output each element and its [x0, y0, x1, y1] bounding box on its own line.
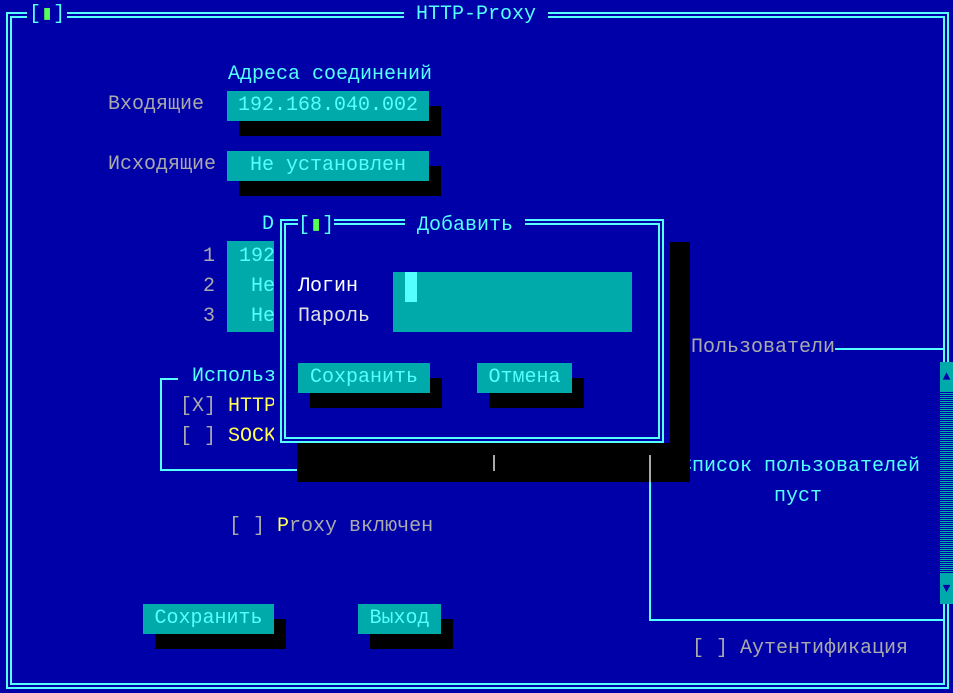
- scroll-up-button[interactable]: ▲: [940, 362, 953, 392]
- dns-row-value[interactable]: Не: [251, 275, 276, 298]
- dialog-cancel-button[interactable]: Отмена: [477, 363, 572, 393]
- dns-row-num: 2: [203, 275, 216, 298]
- checkbox-label: roxy включен: [289, 515, 434, 538]
- dialog-save-button[interactable]: Сохранить: [298, 363, 430, 393]
- option-label: SOCK: [228, 425, 277, 448]
- users-border: [649, 455, 651, 621]
- window-close-button[interactable]: [▮]: [27, 0, 68, 30]
- checkbox-label: Аутентификация: [740, 637, 909, 660]
- dns-row-value[interactable]: 192: [239, 245, 276, 268]
- users-empty-text: Список пользователей: [680, 455, 921, 478]
- checkbox[interactable]: [X]: [180, 395, 217, 418]
- scroll-down-button[interactable]: ▼: [940, 574, 953, 604]
- group-border: [493, 455, 495, 471]
- exit-button[interactable]: Выход: [358, 604, 441, 634]
- outgoing-address-field[interactable]: Не установлен: [227, 151, 429, 181]
- proxy-enabled-checkbox[interactable]: [ ] Proxy включен: [229, 512, 433, 542]
- use-group-title: Использ: [192, 365, 277, 388]
- incoming-label: Входящие: [108, 93, 205, 116]
- text-cursor: [405, 272, 417, 302]
- users-border: [835, 348, 945, 350]
- dns-row-num: 1: [203, 245, 216, 268]
- users-border: [649, 455, 651, 482]
- password-label: Пароль: [298, 305, 371, 328]
- login-label: Логин: [298, 275, 359, 298]
- users-title: Пользователи: [691, 336, 836, 359]
- outgoing-label: Исходящие: [108, 153, 217, 176]
- group-border: [160, 378, 178, 380]
- option-socks[interactable]: [ ] SOCK: [180, 422, 276, 452]
- dialog-title: Добавить: [405, 211, 526, 241]
- group-border: [160, 378, 162, 471]
- dns-heading: D: [262, 213, 275, 236]
- checkbox[interactable]: [ ]: [180, 425, 217, 448]
- users-border: [649, 619, 945, 621]
- authentication-checkbox[interactable]: [ ] Аутентификация: [692, 634, 908, 664]
- addresses-heading: Адреса соединений: [228, 63, 433, 86]
- dns-row-num: 3: [203, 305, 216, 328]
- users-scrollbar[interactable]: ▲ ▼: [940, 362, 953, 604]
- login-input[interactable]: [393, 272, 632, 302]
- window-title: HTTP-Proxy: [404, 0, 549, 30]
- hotkey: P: [277, 515, 290, 538]
- checkbox[interactable]: [ ]: [692, 637, 729, 660]
- option-label: HTTP: [228, 395, 277, 418]
- dialog-close-button[interactable]: [▮]: [298, 211, 335, 241]
- dns-row-value[interactable]: Не: [251, 305, 276, 328]
- save-button[interactable]: Сохранить: [143, 604, 274, 634]
- users-empty-text: пуст: [774, 485, 823, 508]
- password-input[interactable]: [393, 302, 632, 332]
- checkbox[interactable]: [ ]: [229, 515, 266, 538]
- option-http[interactable]: [X] HTTP: [180, 392, 276, 422]
- incoming-address-field[interactable]: 192.168.040.002: [227, 91, 429, 121]
